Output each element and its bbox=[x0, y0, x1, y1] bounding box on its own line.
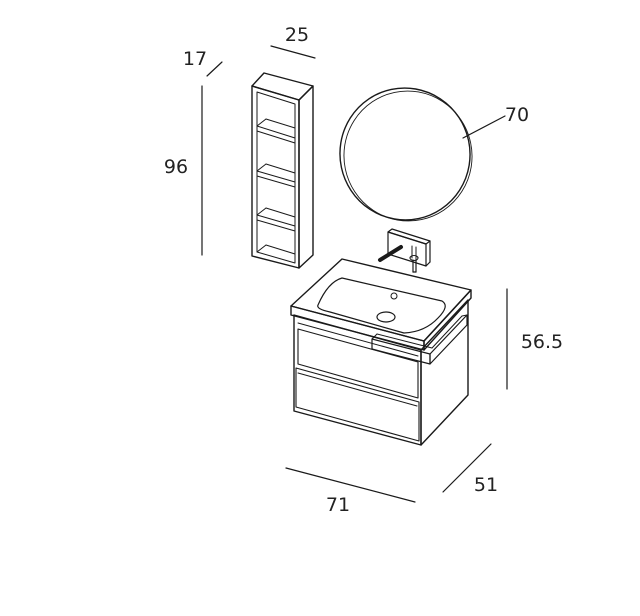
shelf-depth-label: 17 bbox=[183, 48, 207, 70]
wall-faucet bbox=[378, 228, 431, 273]
shelf-height-label: 96 bbox=[164, 156, 188, 178]
bottom-drawer bbox=[295, 367, 420, 442]
mirror-diameter-label: 70 bbox=[505, 104, 529, 126]
cabinet-depth-line bbox=[442, 443, 492, 493]
towel-bar bbox=[371, 314, 468, 365]
sink-basin bbox=[317, 277, 446, 334]
shelf-unit bbox=[251, 72, 314, 269]
shelf-width-label: 25 bbox=[285, 24, 309, 46]
shelf-width-line bbox=[270, 45, 316, 59]
round-mirror bbox=[339, 87, 473, 222]
cabinet-height-label: 56.5 bbox=[521, 331, 563, 353]
shelf-depth-line bbox=[206, 61, 223, 77]
mirror-leader-line bbox=[462, 115, 506, 139]
vanity-cabinet bbox=[290, 258, 472, 446]
cabinet-width-label: 71 bbox=[326, 494, 350, 516]
shelf-boards bbox=[256, 118, 296, 255]
cabinet-depth-label: 51 bbox=[474, 474, 498, 496]
cabinet-width-line bbox=[285, 467, 416, 503]
